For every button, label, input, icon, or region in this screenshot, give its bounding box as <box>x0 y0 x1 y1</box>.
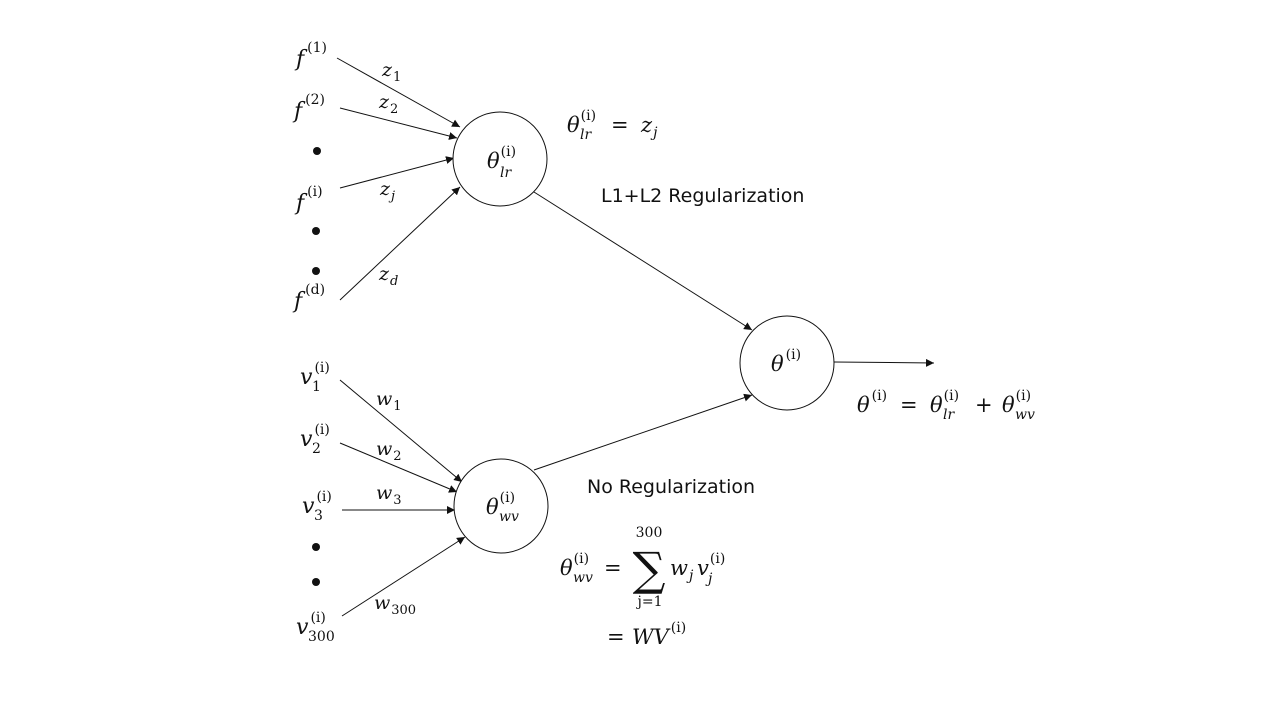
node-lr-sub: lr <box>500 165 512 181</box>
input-v1-sub: 1 <box>312 379 321 395</box>
weight-zd: zd <box>378 263 398 289</box>
eq-wv-equals: = <box>604 556 622 580</box>
eq-wv-sum-upper: 300 <box>636 525 663 541</box>
eq-out-term1-sub: lr <box>943 407 955 423</box>
eq-wv-v-sub: j <box>705 571 713 587</box>
node-theta-wv <box>453 458 549 554</box>
edge-v300-to-wv <box>341 536 466 617</box>
input-v3-sub: 3 <box>314 508 323 524</box>
ellipsis-dot <box>312 543 320 551</box>
eq-out-term1: θ(i) <box>930 388 959 417</box>
ellipsis-dot <box>312 227 320 235</box>
ellipsis-dot <box>312 578 320 586</box>
node-out-label: θ(i) <box>771 347 801 376</box>
input-fd: f(d) <box>292 282 325 314</box>
input-f1: f(1) <box>294 40 327 72</box>
eq-wv2-rhs: WV(i) <box>632 620 686 649</box>
edge-out-arrow <box>833 358 935 367</box>
node-lr-label: θ(i) <box>487 144 516 173</box>
ellipsis-dot <box>313 147 321 155</box>
edge-fi-to-lr <box>339 156 455 189</box>
weight-w300: w300 <box>374 592 416 618</box>
edge-v2-to-wv <box>339 442 458 493</box>
eq-wv-lhs: θ(i) <box>560 551 589 580</box>
input-v2: v(i) <box>300 422 330 452</box>
eq-wv-w-term: wj <box>670 556 694 584</box>
weight-w3: w3 <box>376 482 402 508</box>
weight-zj: zj <box>379 178 395 204</box>
edge-v1-to-wv <box>339 379 463 483</box>
eq-wv-lhs-sub: wv <box>573 570 593 586</box>
input-v300: v(i) <box>296 610 326 640</box>
eq-wv2-equals: = <box>607 625 625 649</box>
node-wv-label: θ(i) <box>486 490 515 519</box>
eq-out-lhs: θ(i) <box>857 388 887 417</box>
eq-out-equals: = <box>900 393 918 417</box>
label-no-regularization: No Regularization <box>587 476 755 498</box>
node-theta-lr <box>452 111 548 207</box>
node-wv-sub: wv <box>499 509 519 525</box>
eq-out-term2: θ(i) <box>1002 388 1031 417</box>
input-v2-sub: 2 <box>312 441 321 457</box>
eq-lr-equals: = <box>611 113 629 137</box>
weight-w1: w1 <box>376 388 402 414</box>
weight-z1: z1 <box>381 59 401 85</box>
edge-wv-to-out <box>533 393 753 471</box>
input-fi: f(i) <box>294 184 323 216</box>
edge-f1-to-lr <box>336 57 461 128</box>
eq-wv-v-term: v(i) <box>697 551 725 580</box>
edge-f2-to-lr <box>339 107 458 140</box>
eq-out-term2-sub: wv <box>1015 407 1035 423</box>
eq-lr-lhs: θ(i) <box>567 108 596 137</box>
eq-wv-sum-lower: j=1 <box>636 594 663 610</box>
input-v1: v(i) <box>300 360 330 390</box>
sum-icon: ∑ <box>633 542 666 596</box>
eq-lr-lhs-sub: lr <box>580 127 592 143</box>
weight-w2: w2 <box>376 438 402 464</box>
input-f2: f(2) <box>292 92 325 124</box>
eq-lr-rhs: zj <box>640 113 658 141</box>
node-theta-out <box>739 315 835 411</box>
ellipsis-dot <box>312 267 320 275</box>
input-v300-sub: 300 <box>308 629 335 645</box>
edge-fd-to-lr <box>339 186 461 301</box>
edge-lr-to-out <box>533 191 753 331</box>
input-v3: v(i) <box>302 489 332 519</box>
eq-out-plus: + <box>975 393 993 417</box>
weight-z2: z2 <box>378 91 398 117</box>
label-l1-l2-regularization: L1+L2 Regularization <box>601 185 804 207</box>
